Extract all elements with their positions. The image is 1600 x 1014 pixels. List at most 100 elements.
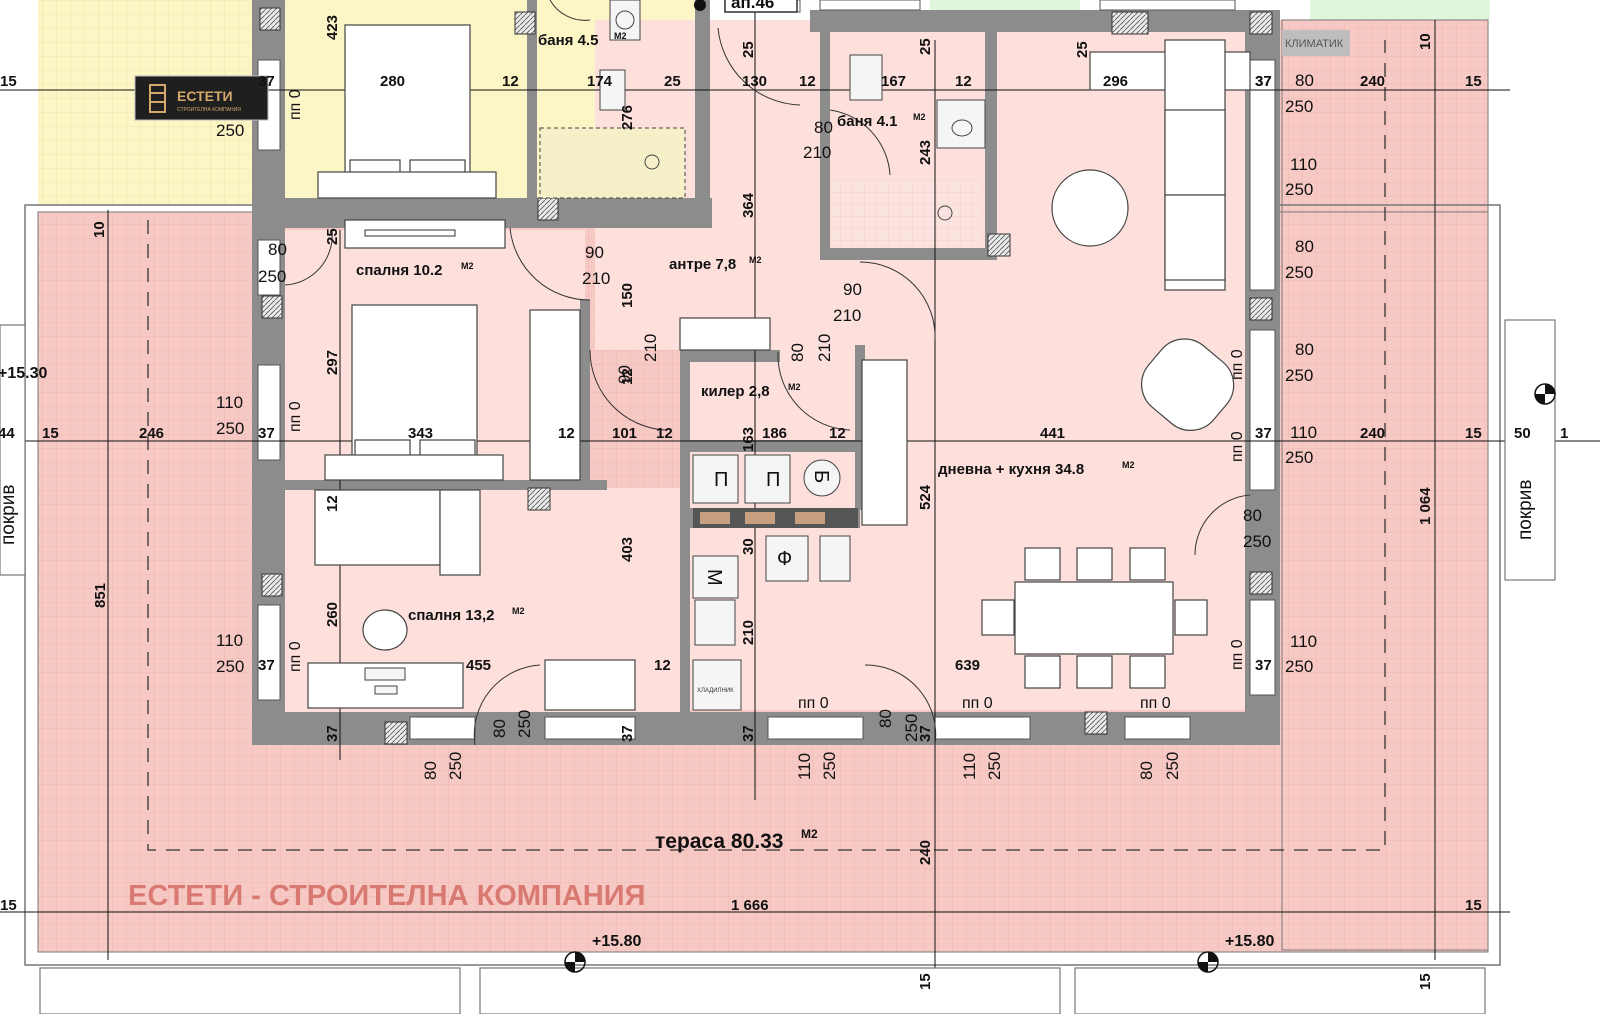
dimension-text: 12 bbox=[324, 495, 341, 512]
dimension-text: 243 bbox=[917, 140, 934, 165]
dimension-text: 210 bbox=[833, 306, 861, 325]
room-bath-top-left-unit: М2 bbox=[614, 31, 627, 41]
dimension-text: пп 0 bbox=[1229, 349, 1246, 380]
dimension-text: пп 0 bbox=[1229, 639, 1246, 670]
dimension-text: 15 bbox=[1417, 973, 1434, 990]
dimension-text: 210 bbox=[815, 334, 834, 362]
overall-height-right: 1 064 bbox=[1417, 487, 1434, 525]
dimension-text: 44 bbox=[0, 425, 15, 442]
level-labels: +15.30 +15.80 +15.80 bbox=[0, 365, 1274, 950]
dimension-text: 455 bbox=[466, 657, 491, 674]
room-bedroom-large-unit: М2 bbox=[512, 606, 525, 616]
room-bedroom-large: спалня 13,2 bbox=[408, 607, 494, 624]
dimension-text: 250 bbox=[820, 752, 839, 780]
dimension-text: 296 bbox=[1103, 73, 1128, 90]
dimension-text: 37 bbox=[619, 725, 636, 742]
dimension-text: 15 bbox=[1465, 425, 1482, 442]
dimension-text: 37 bbox=[1255, 73, 1272, 90]
dimension-text: 246 bbox=[139, 425, 164, 442]
dimension-text: 12 bbox=[829, 425, 846, 442]
dimension-text: 80 bbox=[421, 761, 440, 780]
dimension-text: 250 bbox=[1285, 448, 1313, 467]
room-bedroom-small-unit: М2 bbox=[461, 261, 474, 271]
oven1-mark: П bbox=[714, 469, 728, 491]
room-bath-top-right-unit: М2 bbox=[913, 112, 926, 122]
dimension-text: 250 bbox=[216, 419, 244, 438]
dimension-text: 110 bbox=[1290, 423, 1317, 442]
dimension-text: 80 bbox=[788, 343, 807, 362]
dimension-text: 250 bbox=[1285, 657, 1313, 676]
room-living-kitchen: дневна + кухня 34.8 bbox=[938, 461, 1084, 478]
dimension-text: 240 bbox=[1360, 425, 1385, 442]
dimension-text: 15 bbox=[42, 425, 59, 442]
dimension-text: пп 0 bbox=[798, 695, 829, 712]
dimension-text: 110 bbox=[960, 753, 979, 780]
dimension-text: 423 bbox=[324, 15, 341, 40]
dimension-text: 12 bbox=[654, 657, 671, 674]
dimension-text: 1 bbox=[1560, 425, 1568, 442]
dimension-text: 110 bbox=[216, 631, 243, 650]
dimension-text: 167 bbox=[881, 73, 906, 90]
watermark-text: ЕСТЕТИ - СТРОИТЕЛНА КОМПАНИЯ bbox=[128, 880, 645, 912]
dimension-text: 250 bbox=[985, 752, 1004, 780]
dimension-text: 12 bbox=[502, 73, 519, 90]
roof-right-label: покрив bbox=[1515, 480, 1536, 540]
dimension-text: 250 bbox=[1285, 180, 1313, 199]
dimension-text: 250 bbox=[258, 267, 286, 286]
room-labels: баня 4.5 М2 баня 4.1 М2 спалня 10.2 М2 а… bbox=[356, 31, 1135, 853]
dimension-text: 80 bbox=[1295, 237, 1314, 256]
door-swings bbox=[284, 0, 1251, 746]
dimension-text: 250 bbox=[216, 657, 244, 676]
dimension-text: 15 bbox=[0, 897, 17, 914]
room-pantry: килер 2,8 bbox=[701, 383, 770, 400]
dimension-text: 250 bbox=[515, 710, 534, 738]
dimension-text: 37 bbox=[740, 725, 757, 742]
dimension-text: 12 bbox=[558, 425, 575, 442]
dims-vertical: 423 276 364 243 25 25 25 25 10 297 150 1… bbox=[0, 15, 1482, 990]
dimension-text: пп 0 bbox=[287, 89, 304, 120]
dimension-text: 163 bbox=[740, 427, 757, 452]
dimension-text: 15 bbox=[1465, 73, 1482, 90]
room-pantry-unit: М2 bbox=[788, 382, 801, 392]
dimension-text: 210 bbox=[582, 269, 610, 288]
dimension-text: 25 bbox=[324, 228, 341, 245]
dimension-text: 50 bbox=[1514, 425, 1531, 442]
dimension-text: 80 bbox=[1295, 340, 1314, 359]
dimension-text: 15 bbox=[917, 973, 934, 990]
dimension-text: 80 bbox=[1243, 506, 1262, 525]
level-bottom-2: +15.80 bbox=[1225, 933, 1274, 950]
columns bbox=[259, 7, 1273, 745]
dimension-text: 276 bbox=[619, 105, 636, 130]
dimension-text: 90 bbox=[585, 243, 604, 262]
dimension-text: 12 bbox=[799, 73, 816, 90]
ac-label: КЛИМАТИК bbox=[1285, 38, 1344, 50]
dimension-text: пп 0 bbox=[287, 641, 304, 672]
dimension-text: 25 bbox=[740, 41, 757, 58]
dimension-text: 250 bbox=[1285, 263, 1313, 282]
dimension-text: 25 bbox=[917, 38, 934, 55]
dimension-text: 37 bbox=[258, 73, 275, 90]
dimension-text: 186 bbox=[762, 425, 787, 442]
dimension-text: 639 bbox=[955, 657, 980, 674]
dimension-text: 101 bbox=[612, 425, 637, 442]
dimension-text: 37 bbox=[258, 425, 275, 442]
sill-labels: пп 0 пп 0 пп 0 пп 0 пп 0 пп 0 пп 0 пп 0 … bbox=[287, 89, 1246, 712]
room-bedroom-small: спалня 10.2 bbox=[356, 262, 442, 279]
dimension-text: 12 bbox=[619, 368, 636, 385]
apartment-label-box: ап.46 bbox=[694, 0, 798, 13]
apartment-label: ап.46 bbox=[731, 0, 774, 12]
dimension-text: 250 bbox=[1163, 752, 1182, 780]
washer-mark: М bbox=[703, 569, 725, 586]
company-logo: ЕСТЕТИ СТРОИТЕЛНА КОМПАНИЯ bbox=[134, 75, 269, 121]
fridge-label: ХЛАДИЛНИК bbox=[697, 688, 734, 694]
dimension-text: 250 bbox=[446, 752, 465, 780]
dimension-text: пп 0 bbox=[962, 695, 993, 712]
dimension-text: 150 bbox=[619, 283, 636, 308]
dimension-text: 12 bbox=[656, 425, 673, 442]
dimension-text: 250 bbox=[1243, 532, 1271, 551]
dimension-text: 80 bbox=[814, 118, 833, 137]
overall-height-left: 851 bbox=[92, 583, 109, 608]
dimension-text: 30 bbox=[740, 538, 757, 555]
dimension-text: 110 bbox=[1290, 632, 1317, 651]
